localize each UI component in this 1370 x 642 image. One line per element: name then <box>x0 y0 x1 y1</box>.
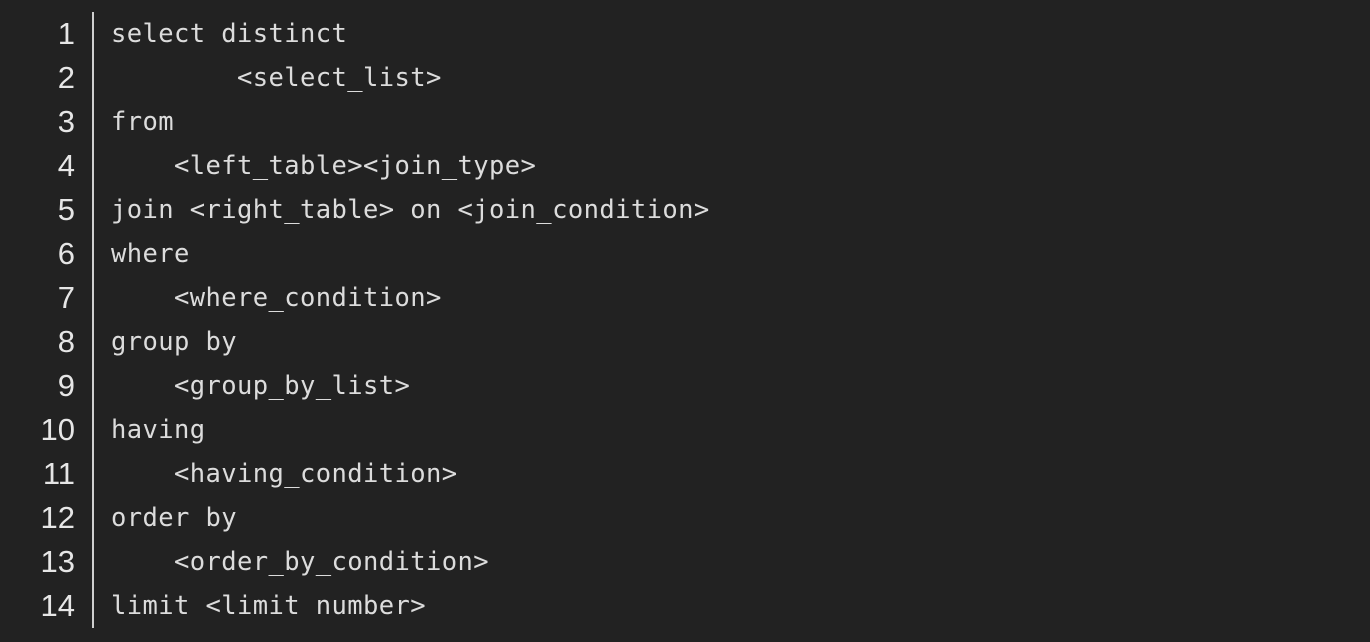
line-number: 7 <box>57 280 75 315</box>
code-line[interactable]: <order_by_condition> <box>111 547 490 577</box>
line-number: 11 <box>42 456 75 491</box>
code-line[interactable]: from <box>111 107 175 137</box>
code-line[interactable]: <having_condition> <box>111 459 458 489</box>
line-number: 6 <box>57 236 75 271</box>
line-number: 4 <box>57 148 75 183</box>
line-number: 1 <box>57 16 75 51</box>
line-number: 3 <box>57 104 75 139</box>
code-line[interactable]: order by <box>111 503 238 533</box>
code-line[interactable]: <group_by_list> <box>111 371 411 401</box>
line-number: 8 <box>57 324 75 359</box>
line-number: 5 <box>57 192 75 227</box>
line-number: 13 <box>40 544 75 579</box>
code-line[interactable]: limit <limit number> <box>111 591 427 621</box>
code-line[interactable]: group by <box>111 327 238 357</box>
code-line[interactable]: <where_condition> <box>111 283 442 313</box>
line-number: 10 <box>40 412 75 447</box>
line-number-gutter: 1 2 3 4 5 6 7 8 9 10 11 12 13 14 <box>0 12 94 628</box>
code-line[interactable]: select distinct <box>111 19 348 49</box>
line-number: 14 <box>40 588 75 623</box>
line-number: 2 <box>57 60 75 95</box>
code-line[interactable]: join <right_table> on <join_condition> <box>111 195 710 225</box>
line-number: 12 <box>40 500 75 535</box>
code-line[interactable]: <left_table><join_type> <box>111 151 537 181</box>
code-content[interactable]: select distinct <select_list> from <left… <box>111 12 1370 628</box>
line-number: 9 <box>57 368 75 403</box>
code-line[interactable]: having <box>111 415 206 445</box>
code-line[interactable]: where <box>111 239 190 269</box>
code-line[interactable]: <select_list> <box>111 63 442 93</box>
